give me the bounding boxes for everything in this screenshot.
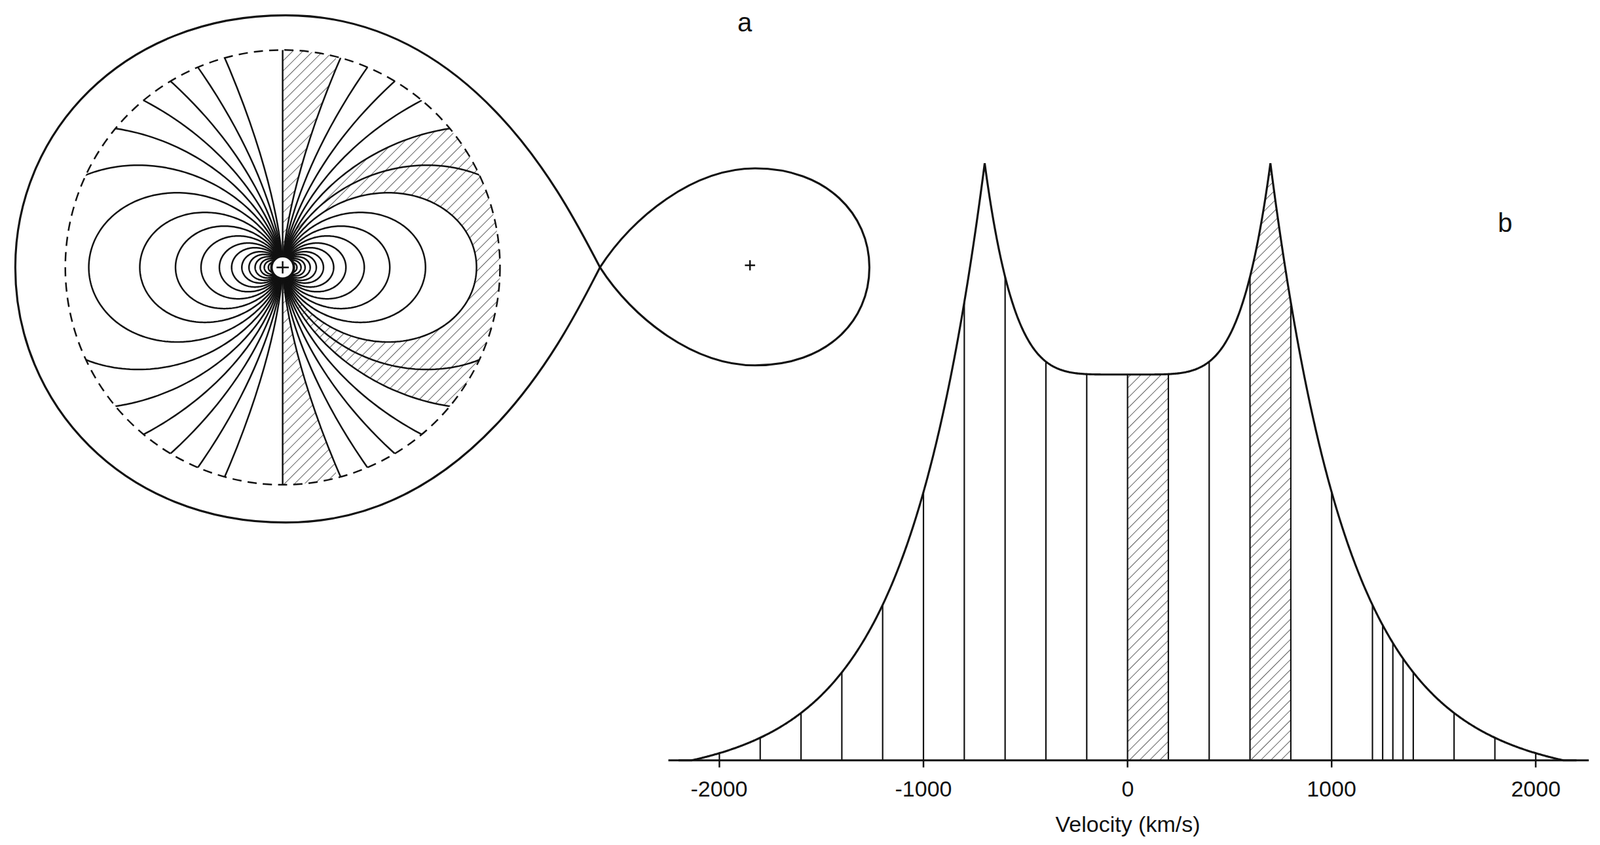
velocity-bin-line	[1208, 361, 1210, 761]
velocity-bin-line	[1392, 642, 1394, 760]
primary-centre-mark	[276, 261, 289, 274]
profile-curve	[678, 163, 1577, 760]
hatched-lobe	[282, 125, 651, 409]
velocity-bin-line	[1381, 624, 1384, 760]
velocity-bin-line	[840, 671, 843, 760]
field-line	[0, 0, 283, 845]
velocity-bin-line	[759, 737, 762, 760]
panel-letter: b	[1497, 209, 1513, 236]
velocity-bin-line	[1412, 671, 1414, 760]
field-line	[282, 62, 814, 472]
field-line	[0, 0, 283, 818]
velocity-bin-line	[1004, 277, 1006, 761]
tick-label: 1000	[1306, 777, 1357, 800]
axis-tick	[718, 760, 720, 768]
axis-tick	[1126, 760, 1128, 768]
tick-label: 2000	[1510, 777, 1561, 800]
velocity-bin-line	[922, 491, 925, 760]
tick-label: -2000	[690, 777, 748, 800]
tick-label: 0	[1121, 777, 1135, 800]
velocity-bin-line	[1127, 374, 1129, 761]
velocity-bin-line	[1085, 373, 1088, 761]
velocity-bin-line	[882, 604, 884, 760]
secondary-roche-lobe	[599, 168, 870, 366]
velocity-bin-line	[1330, 491, 1333, 760]
axis-tick	[922, 760, 925, 768]
disc-edge	[65, 49, 501, 485]
primary-roche-lobe	[15, 15, 600, 522]
tick-label: -1000	[895, 777, 953, 800]
velocity-bin-line	[963, 302, 965, 761]
velocity-axis	[668, 759, 1589, 762]
field-line	[282, 0, 1600, 818]
hatched-band	[1127, 373, 1169, 761]
velocity-bin-line	[1290, 302, 1292, 761]
axis-tick	[1330, 760, 1333, 768]
velocity-bin-line	[1371, 604, 1373, 760]
velocity-bin-line	[1402, 658, 1404, 760]
axis-tick	[1535, 760, 1537, 768]
field-line	[0, 125, 283, 409]
field-line	[0, 0, 283, 582]
field-line	[17, 165, 283, 370]
secondary-centre-mark	[744, 260, 756, 271]
field-line	[282, 0, 1600, 845]
velocity-bin-line	[1453, 712, 1455, 760]
velocity-bin-line	[1493, 737, 1496, 760]
white-dwarf	[271, 256, 294, 279]
line-profile	[678, 163, 1577, 767]
field-line	[282, 165, 549, 370]
velocity-bin-line	[1249, 277, 1251, 761]
velocity-bin-line	[800, 712, 802, 760]
field-line	[282, 125, 651, 409]
velocity-bin-line	[1167, 373, 1170, 761]
velocity-bin-line	[1045, 361, 1047, 761]
field-line	[0, 62, 283, 472]
axis-title: Velocity (km/s)	[1055, 812, 1200, 836]
panel-letter: a	[737, 9, 752, 36]
